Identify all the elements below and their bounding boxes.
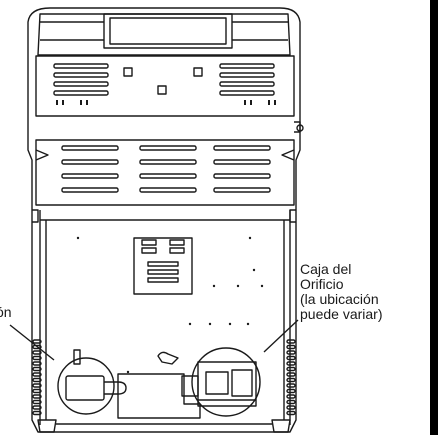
vent-slot-icon <box>286 344 296 350</box>
right-side-tab <box>294 121 301 133</box>
vent-slot-icon <box>53 72 109 78</box>
vent-slot-icon <box>219 72 275 78</box>
vent-slot-icon <box>286 350 296 355</box>
side-louvre-group <box>32 339 296 416</box>
vent-slot-icon <box>286 377 296 383</box>
vent-slot-icon <box>139 173 197 179</box>
vent-slot-icon <box>32 377 42 383</box>
vent-slot-icon <box>61 173 119 179</box>
vent-slot-icon <box>32 355 42 361</box>
right-lower-tab <box>289 209 296 223</box>
vent-slot-icon <box>53 63 109 69</box>
left-detail-post <box>73 349 81 365</box>
vent-slot-icon <box>32 344 42 350</box>
display-window-inner <box>109 17 227 45</box>
vent-slot-icon <box>286 410 296 416</box>
screw-dots-upper <box>56 100 276 105</box>
vent-slot-icon <box>61 159 119 165</box>
vent-slot-icon <box>286 388 296 394</box>
vent-slot-icon <box>32 399 42 405</box>
top-back-panel <box>37 13 291 56</box>
vent-slot-icon <box>219 81 275 87</box>
left-detail-box <box>65 375 105 401</box>
middle-right-bracket <box>281 149 295 161</box>
middle-vent-panel <box>35 139 295 206</box>
access-slot <box>169 247 185 254</box>
orifice-box-inner <box>231 369 253 397</box>
orifice-detail-circle <box>191 347 261 417</box>
orifice-label-line-2: Orificio <box>300 276 344 292</box>
vent-slot-icon <box>61 187 119 193</box>
vent-slot-icon <box>32 350 42 355</box>
center-clip <box>157 351 179 365</box>
left-detail-circle <box>57 357 115 415</box>
orifice-box-inner <box>205 371 229 395</box>
orifice-callout-leader <box>263 319 299 353</box>
vent-slot-icon <box>286 405 296 410</box>
access-vent <box>147 269 179 275</box>
vent-slot-icon <box>32 361 42 366</box>
upper-vent-panel <box>35 55 295 117</box>
vent-slot-icon <box>53 90 109 96</box>
cabinet-outline <box>27 7 301 433</box>
access-vent <box>147 277 179 283</box>
vent-slot-icon <box>32 394 42 399</box>
access-vent <box>147 261 179 267</box>
vent-slot-icon <box>219 90 275 96</box>
vent-slot-icon <box>32 388 42 394</box>
upper-vent-group <box>53 63 275 96</box>
edge-bar <box>430 0 438 435</box>
vent-slot-icon <box>286 361 296 366</box>
vent-slot-icon <box>61 145 119 151</box>
vent-slot-icon <box>32 372 42 377</box>
vent-slot-icon <box>32 383 42 388</box>
vent-slot-icon <box>286 372 296 377</box>
vent-slot-icon <box>286 399 296 405</box>
vent-slot-icon <box>213 145 271 151</box>
vent-slot-icon <box>53 81 109 87</box>
right-side-knob <box>296 124 304 132</box>
vent-slot-icon <box>213 159 271 165</box>
orifice-label-line-4: puede variar) <box>300 306 383 322</box>
orifice-label-line-3: (la ubicación <box>300 291 379 307</box>
vent-slot-icon <box>213 187 271 193</box>
vent-slot-icon <box>286 366 296 372</box>
vent-slot-icon <box>139 187 197 193</box>
vent-slot-icon <box>286 383 296 388</box>
screw-dots-lower <box>76 236 264 374</box>
vent-slot-icon <box>286 339 296 344</box>
right-foot <box>271 419 291 433</box>
vent-slot-icon <box>32 410 42 416</box>
orifice-side-box <box>181 375 199 397</box>
vent-slot-icon <box>213 173 271 179</box>
vent-slot-icon <box>32 366 42 372</box>
vent-slot-icon <box>32 405 42 410</box>
access-slot <box>141 239 157 246</box>
access-panel <box>133 237 193 295</box>
vent-slot-icon <box>286 355 296 361</box>
vent-slot-icon <box>32 339 42 344</box>
vent-slot-icon <box>139 159 197 165</box>
vent-slot-icon <box>286 394 296 399</box>
vent-slot-icon <box>139 145 197 151</box>
panel-square <box>193 67 203 77</box>
vent-slot-icon <box>219 63 275 69</box>
middle-left-bracket <box>35 149 49 161</box>
panel-square <box>157 85 167 95</box>
display-window <box>103 13 233 49</box>
access-slot <box>141 247 157 254</box>
orifice-label-line-1: Caja del <box>300 261 352 277</box>
orifice-box-label: Caja del Orificio (la ubicación puede va… <box>300 262 383 322</box>
left-lower-tab <box>32 209 39 223</box>
left-callout-label: ón <box>0 304 12 320</box>
panel-square <box>123 67 133 77</box>
middle-vent-group <box>61 145 271 193</box>
left-detail-hose <box>104 381 127 395</box>
access-slot <box>169 239 185 246</box>
left-callout-leader <box>9 324 55 361</box>
left-foot <box>37 419 57 433</box>
